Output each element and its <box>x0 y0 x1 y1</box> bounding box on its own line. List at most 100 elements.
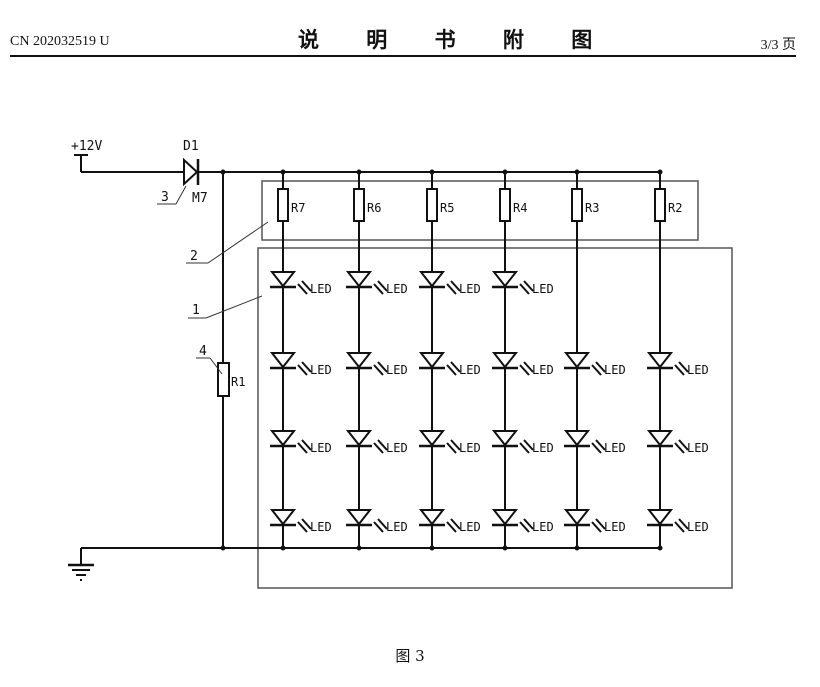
led-emission-arrow <box>450 518 461 530</box>
led-icon <box>646 430 674 447</box>
led-emission-arrow <box>297 364 308 376</box>
led-emission-arrow <box>674 364 685 376</box>
led-label: LED <box>386 363 408 377</box>
led-label: LED <box>459 520 481 534</box>
led-label: LED <box>459 441 481 455</box>
led-emission-arrow <box>301 518 312 530</box>
junction-dot <box>502 169 508 175</box>
led-icon <box>491 271 519 288</box>
resistor-label: R2 <box>668 201 682 215</box>
led-label: LED <box>604 441 626 455</box>
junction-dot <box>429 169 435 175</box>
led-emission-arrow <box>519 442 530 454</box>
resistor-r4 <box>499 188 511 222</box>
junction-dot <box>574 545 580 551</box>
led-emission-arrow <box>678 518 689 530</box>
resistor-label: R7 <box>291 201 305 215</box>
led-icon <box>345 509 373 526</box>
diode-part-label: M7 <box>192 191 208 206</box>
led-icon <box>418 509 446 526</box>
callout-2-leader <box>207 221 269 264</box>
led-icon <box>269 430 297 447</box>
led-emission-arrow <box>373 283 384 295</box>
led-icon <box>563 430 591 447</box>
junction-dot <box>502 545 508 551</box>
resistor-module-box <box>261 180 699 241</box>
led-label: LED <box>687 520 709 534</box>
resistor-r6 <box>353 188 365 222</box>
led-emission-arrow <box>674 521 685 533</box>
led-emission-arrow <box>678 439 689 451</box>
led-icon <box>418 271 446 288</box>
led-emission-arrow <box>446 521 457 533</box>
led-icon <box>563 509 591 526</box>
diode-d1-symbol <box>183 157 199 187</box>
led-label: LED <box>604 363 626 377</box>
led-icon <box>418 430 446 447</box>
page-title: 说 明 书 附 图 <box>298 28 613 52</box>
led-emission-arrow <box>523 439 534 451</box>
callout-2-label: 2 <box>190 249 198 264</box>
r1-label: R1 <box>231 375 245 389</box>
resistor-label: R3 <box>585 201 599 215</box>
resistor-label: R5 <box>440 201 454 215</box>
led-emission-arrow <box>297 521 308 533</box>
led-icon <box>269 509 297 526</box>
led-label: LED <box>310 441 332 455</box>
led-icon <box>345 271 373 288</box>
led-emission-arrow <box>297 283 308 295</box>
led-icon <box>563 352 591 369</box>
led-icon <box>269 352 297 369</box>
led-emission-arrow <box>591 521 602 533</box>
led-emission-arrow <box>301 439 312 451</box>
figure-caption: 图 3 <box>395 647 425 665</box>
led-label: LED <box>532 363 554 377</box>
led-emission-arrow <box>523 518 534 530</box>
led-emission-arrow <box>377 439 388 451</box>
junction-dot <box>574 169 580 175</box>
junction-dot <box>220 169 226 175</box>
led-emission-arrow <box>301 361 312 373</box>
junction-dot <box>220 545 226 551</box>
led-icon <box>418 352 446 369</box>
callout-3-leader <box>175 185 187 205</box>
led-emission-arrow <box>674 442 685 454</box>
resistor-r1 <box>217 362 230 397</box>
callout-1-leader <box>205 295 263 319</box>
led-icon <box>269 271 297 288</box>
led-label: LED <box>386 441 408 455</box>
diode-ref-label: D1 <box>183 139 199 154</box>
resistor-r2 <box>654 188 666 222</box>
led-icon <box>646 352 674 369</box>
led-emission-arrow <box>591 442 602 454</box>
led-emission-arrow <box>446 442 457 454</box>
resistor-label: R6 <box>367 201 381 215</box>
led-emission-arrow <box>373 364 384 376</box>
patent-number: CN 202032519 U <box>10 34 110 49</box>
supply-label: +12V <box>71 139 102 154</box>
led-label: LED <box>532 441 554 455</box>
led-emission-arrow <box>595 361 606 373</box>
led-emission-arrow <box>373 442 384 454</box>
led-emission-arrow <box>678 361 689 373</box>
resistor-label: R4 <box>513 201 527 215</box>
led-label: LED <box>687 441 709 455</box>
callout-4-label: 4 <box>199 344 207 359</box>
led-emission-arrow <box>297 442 308 454</box>
led-emission-arrow <box>450 439 461 451</box>
led-icon <box>345 430 373 447</box>
led-icon <box>491 352 519 369</box>
led-emission-arrow <box>523 280 534 292</box>
led-label: LED <box>310 520 332 534</box>
junction-dot <box>356 545 362 551</box>
page-number: 3/3 页 <box>760 38 796 53</box>
led-emission-arrow <box>450 361 461 373</box>
led-emission-arrow <box>446 364 457 376</box>
led-icon <box>491 430 519 447</box>
led-emission-arrow <box>373 521 384 533</box>
led-emission-arrow <box>450 280 461 292</box>
junction-dot <box>280 545 286 551</box>
led-icon <box>345 352 373 369</box>
